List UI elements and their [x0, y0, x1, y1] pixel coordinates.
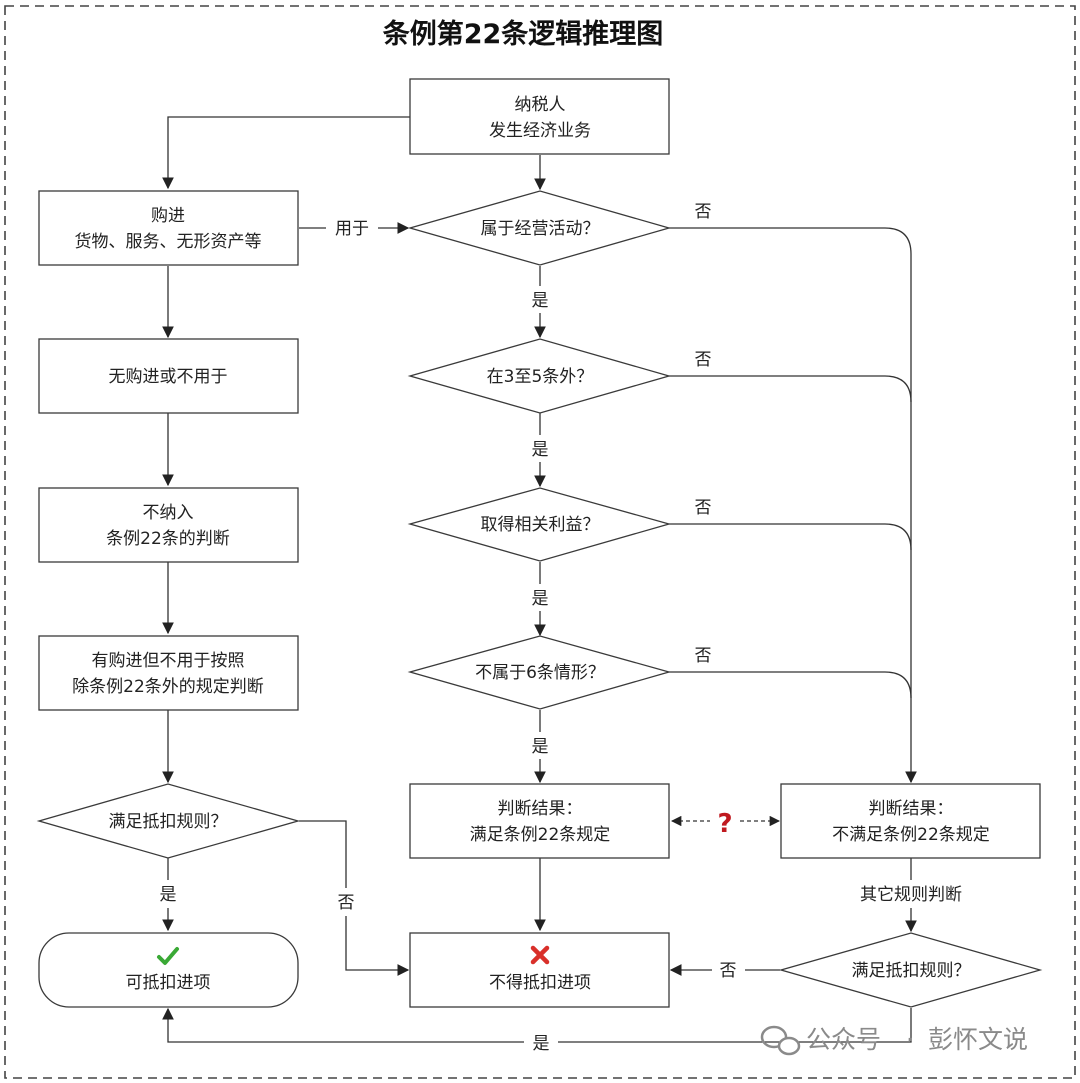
node-q3: 取得相关利益？ — [407, 487, 672, 562]
node-result-no-line1: 判断结果： — [869, 799, 954, 819]
node-q1-text: 属于经营活动？ — [481, 219, 600, 239]
node-left-decision: 满足抵扣规则？ — [36, 783, 301, 859]
node-purchase-line1: 购进 — [151, 206, 185, 226]
node-other-rules: 有购进但不用于按照 除条例22条外的规定判断 — [38, 635, 299, 711]
label-q4-no: 否 — [695, 646, 712, 666]
node-deductible-text: 可抵扣进项 — [126, 973, 211, 993]
node-not-included: 不纳入 条例22条的判断 — [38, 487, 299, 563]
node-non-deductible-text: 不得抵扣进项 — [489, 973, 591, 993]
label-q2-yes: 是 — [532, 440, 549, 460]
node-q2: 在3至5条外？ — [407, 338, 672, 414]
node-q2-text: 在3至5条外？ — [487, 367, 594, 387]
label-q1-yes: 是 — [532, 291, 549, 311]
check-icon — [157, 947, 179, 965]
label-right-no: 否 — [720, 961, 737, 981]
wechat-icon — [760, 1025, 801, 1056]
node-result-yes-line2: 满足条例22条规定 — [470, 825, 611, 845]
node-right-decision: 满足抵扣规则？ — [778, 932, 1043, 1008]
label-used-for: 用于 — [335, 219, 369, 239]
node-no-purchase: 无购进或不用于 — [38, 338, 299, 414]
label-q3-no: 否 — [695, 498, 712, 518]
watermark-author: 彭怀文说 — [928, 1025, 1028, 1054]
node-result-no: 判断结果： 不满足条例22条规定 — [780, 783, 1041, 859]
question-icon: ? — [717, 809, 732, 839]
node-q4-text: 不属于6条情形？ — [475, 663, 605, 683]
node-result-yes-line1: 判断结果： — [498, 799, 583, 819]
node-left-decision-text: 满足抵扣规则？ — [109, 812, 228, 832]
node-start-line2: 发生经济业务 — [489, 121, 591, 141]
node-other-rules-line1: 有购进但不用于按照 — [92, 651, 245, 671]
outer-frame — [4, 5, 1076, 1079]
node-start: 纳税人 发生经济业务 — [409, 78, 670, 155]
edge-q4-no — [669, 671, 912, 699]
label-left-no: 否 — [338, 893, 355, 913]
label-right-yes: 是 — [533, 1034, 550, 1054]
node-q4: 不属于6条情形？ — [407, 635, 672, 710]
edge-q2-no — [669, 375, 912, 403]
node-q3-text: 取得相关利益？ — [481, 515, 600, 535]
node-result-no-line2: 不满足条例22条规定 — [832, 825, 990, 845]
node-start-line1: 纳税人 — [515, 95, 566, 115]
label-q1-no: 否 — [695, 202, 712, 222]
node-result-yes: 判断结果： 满足条例22条规定 — [409, 783, 670, 859]
cross-icon — [530, 945, 550, 965]
edge-start-purchase — [162, 116, 410, 190]
label-q4-yes: 是 — [532, 737, 549, 757]
label-other-rules-judge: 其它规则判断 — [860, 885, 962, 905]
node-q1: 属于经营活动？ — [407, 190, 672, 266]
node-purchase: 购进 货物、服务、无形资产等 — [38, 190, 299, 266]
node-deductible: 可抵扣进项 — [38, 932, 299, 1008]
watermark: 公众号 · 彭怀文说 — [760, 1025, 1028, 1056]
node-purchase-line2: 货物、服务、无形资产等 — [75, 232, 262, 252]
node-not-included-line1: 不纳入 — [143, 503, 194, 523]
diagram-title: 条例第22条逻辑推理图 — [383, 18, 664, 50]
edge-q1-no — [669, 227, 917, 784]
node-no-purchase-line1: 无购进或不用于 — [109, 367, 228, 387]
label-q2-no: 否 — [695, 350, 712, 370]
edge-labels: 用于 是 是 是 是 否 否 否 否 是 否 其它规则判断 否 是 ? — [160, 202, 963, 1054]
connectors — [162, 116, 917, 1043]
edge-q3-no — [669, 523, 912, 551]
watermark-separator: · — [906, 1025, 914, 1054]
node-not-included-line2: 条例22条的判断 — [106, 529, 230, 549]
node-non-deductible: 不得抵扣进项 — [409, 932, 670, 1008]
edge-right-yes-b — [162, 1007, 524, 1043]
label-q3-yes: 是 — [532, 589, 549, 609]
edge-left-no-b — [345, 916, 410, 976]
edge-right-yes-a — [558, 1008, 912, 1043]
watermark-brand: 公众号 — [806, 1025, 881, 1054]
node-right-decision-text: 满足抵扣规则？ — [852, 961, 971, 981]
edge-left-no-a — [299, 820, 347, 888]
node-other-rules-line2: 除条例22条外的规定判断 — [72, 677, 264, 697]
label-left-yes: 是 — [160, 885, 177, 905]
